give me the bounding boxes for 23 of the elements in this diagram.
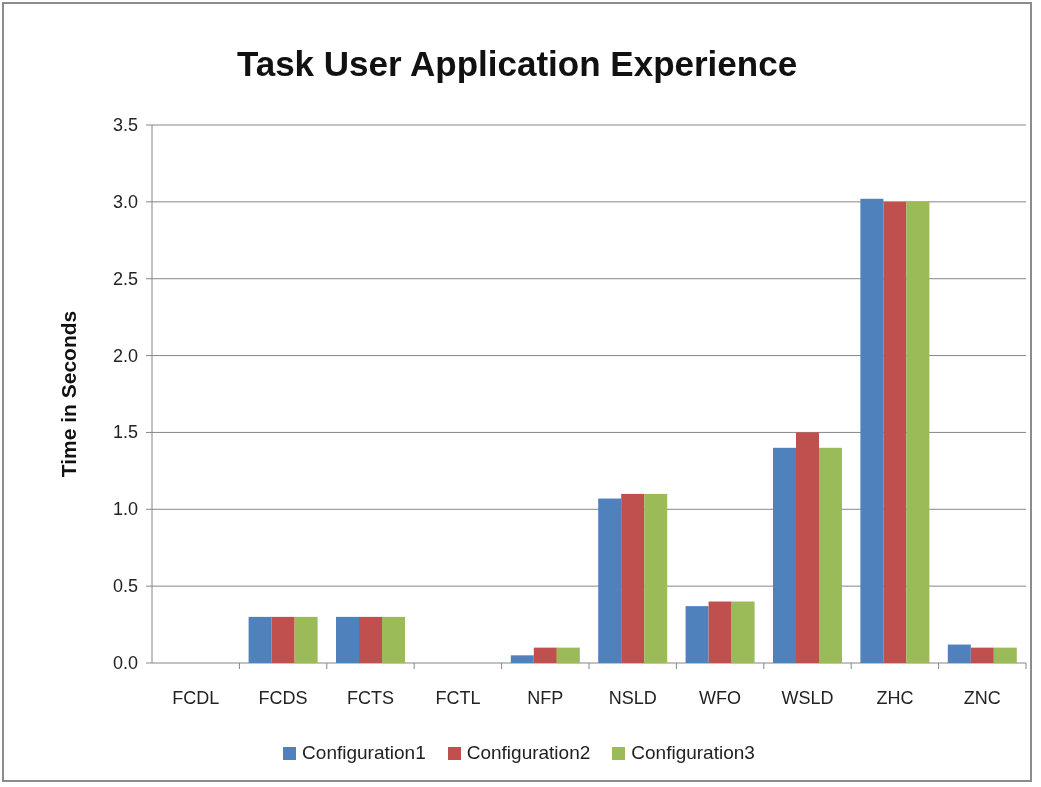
y-tick-label: 3.5 xyxy=(112,115,138,135)
x-tick-label: NFP xyxy=(527,688,564,708)
legend-label: Configuration3 xyxy=(631,742,755,764)
x-tick-label: WFO xyxy=(699,688,742,708)
y-tick-label: 1.5 xyxy=(112,422,138,443)
x-tick-label: NSLD xyxy=(608,688,657,708)
y-axis-title: Time in Seconds xyxy=(57,310,80,478)
x-tick-label: FCTL xyxy=(435,688,481,708)
y-tick-label: 2.0 xyxy=(112,345,138,366)
y-tick-label: 2.5 xyxy=(112,268,138,289)
y-tick-label: 3.0 xyxy=(112,191,138,212)
y-tick-label: 1.0 xyxy=(112,499,138,520)
y-tick-label: 0.5 xyxy=(112,576,138,597)
x-tick-label: ZNC xyxy=(963,688,1001,708)
x-tick-label: FCTS xyxy=(347,688,394,708)
legend-label: Configuration1 xyxy=(302,742,426,764)
x-tick-label: FCDS xyxy=(258,688,308,708)
x-tick-label: WSLD xyxy=(781,688,834,708)
x-tick-label: ZHC xyxy=(876,688,914,708)
chart-title: Task User Application Experience xyxy=(235,44,799,84)
x-tick-label: FCDL xyxy=(172,688,220,708)
legend-label: Configuration2 xyxy=(466,742,591,764)
y-tick-label: 0.0 xyxy=(112,653,138,673)
